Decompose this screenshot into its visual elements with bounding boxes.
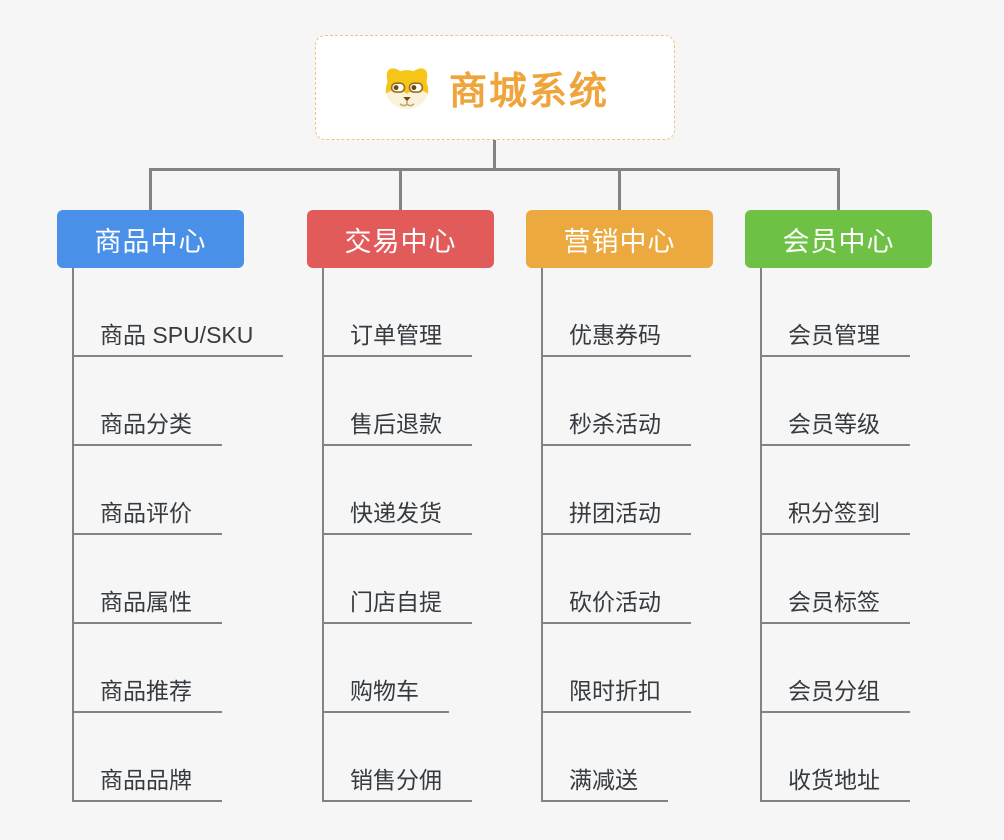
branch-node-3[interactable]: 营销中心 [526,210,713,268]
leaf-node[interactable]: 快递发货 [322,497,472,535]
leaf-node[interactable]: 会员分组 [760,675,910,713]
leaf-node[interactable]: 购物车 [322,675,449,713]
leaf-node[interactable]: 销售分佣 [322,764,472,802]
leaf-node[interactable]: 售后退款 [322,408,472,446]
leaf-node[interactable]: 砍价活动 [541,586,691,624]
leaf-node[interactable]: 优惠券码 [541,319,691,357]
root-node[interactable]: 商城系统 [315,35,675,140]
column-spine-line [72,268,74,802]
column-spine-line [322,268,324,802]
branch-node-2[interactable]: 交易中心 [307,210,494,268]
branch-bus-line [149,168,840,171]
leaf-node[interactable]: 会员标签 [760,586,910,624]
branch-label: 营销中心 [563,226,676,257]
leaf-node[interactable]: 商品分类 [72,408,222,446]
branch-label: 商品中心 [94,226,207,257]
leaf-node[interactable]: 商品 SPU/SKU [72,319,284,357]
leaf-node[interactable]: 商品品牌 [72,764,222,802]
dog-face-icon [381,64,433,112]
branch-drop-line [399,168,402,210]
leaf-node[interactable]: 会员等级 [760,408,910,446]
branch-label: 交易中心 [344,226,457,257]
leaf-node[interactable]: 商品属性 [72,586,222,624]
leaf-node[interactable]: 限时折扣 [541,675,691,713]
leaf-node[interactable]: 秒杀活动 [541,408,691,446]
branch-drop-line [837,168,840,210]
leaf-node[interactable]: 积分签到 [760,497,910,535]
column-spine-line [541,268,543,802]
branch-drop-line [618,168,621,210]
branch-drop-line [149,168,152,210]
branch-node-4[interactable]: 会员中心 [745,210,932,268]
column-spine-line [760,268,762,802]
leaf-node[interactable]: 拼团活动 [541,497,691,535]
leaf-node[interactable]: 门店自提 [322,586,472,624]
leaf-node[interactable]: 商品评价 [72,497,222,535]
leaf-node[interactable]: 满减送 [541,764,668,802]
leaf-node[interactable]: 收货地址 [760,764,910,802]
branch-node-1[interactable]: 商品中心 [57,210,244,268]
root-stem-line [493,140,496,170]
root-label: 商城系统 [448,71,609,113]
leaf-node[interactable]: 会员管理 [760,319,910,357]
leaf-node[interactable]: 商品推荐 [72,675,222,713]
branch-label: 会员中心 [782,226,895,257]
leaf-node[interactable]: 订单管理 [322,319,472,357]
